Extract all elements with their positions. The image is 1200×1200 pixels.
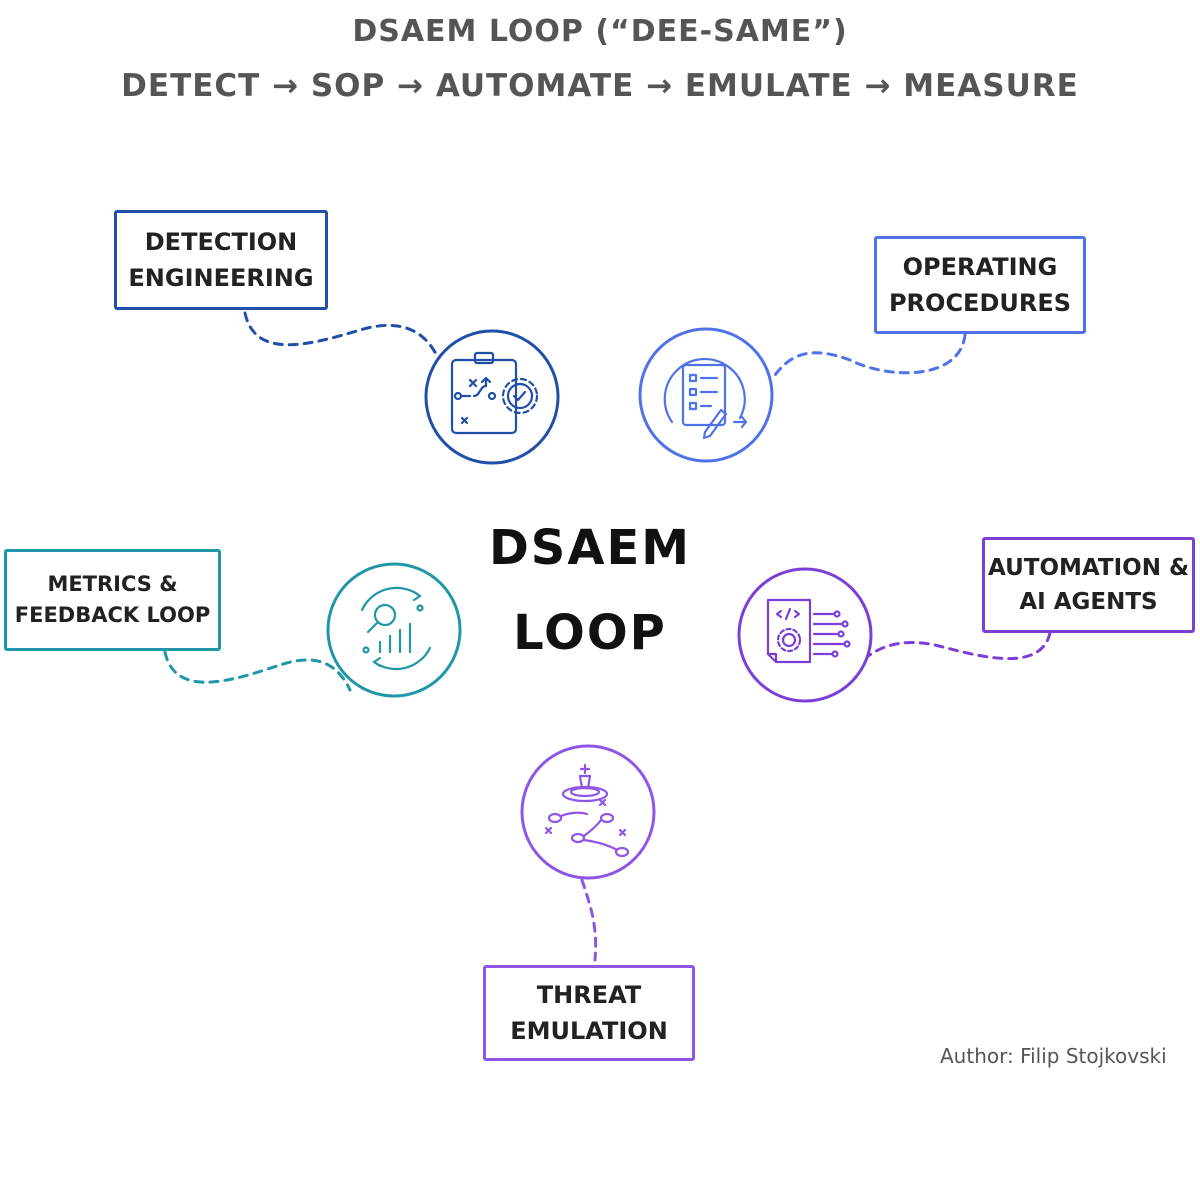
checklist-cycle-icon [663, 357, 748, 440]
center-title-line2: LOOP [513, 605, 667, 661]
emulation-circle [520, 744, 656, 880]
diagram-title: DSAEM LOOP (“DEE-SAME”) [352, 14, 848, 49]
emulation-box-line2: EMULATION [510, 1017, 668, 1045]
connector-automation [858, 631, 1052, 664]
procedures-box-line2: PROCEDURES [888, 289, 1072, 317]
connector-emulation [580, 878, 598, 962]
automation-box-line2: AI AGENTS [1019, 589, 1158, 615]
detection-circle [424, 329, 560, 465]
connector-procedures [773, 333, 967, 377]
detection-engineering-box: DETECTION ENGINEERING [114, 210, 328, 310]
metrics-feedback-loop-box: METRICS & FEEDBACK LOOP [4, 549, 221, 651]
metrics-box-line1: METRICS & [47, 571, 178, 596]
connector-detection [243, 311, 440, 360]
automation-box-line1: AUTOMATION & [987, 554, 1190, 581]
emulation-box-line1: THREAT [536, 981, 642, 1009]
clipboard-strategy-gear-icon [450, 351, 539, 435]
magnifier-bar-chart-icon [360, 586, 432, 671]
chess-strategy-path-icon [544, 763, 630, 858]
operating-procedures-box: OPERATING PROCEDURES [874, 236, 1086, 334]
detection-box-line2: ENGINEERING [128, 264, 314, 292]
center-title-line1: DSAEM [488, 520, 692, 576]
procedures-circle [638, 327, 774, 463]
automation-circle [737, 567, 873, 703]
author-credit: Author: Filip Stojkovski [940, 1044, 1167, 1068]
connector-metrics [163, 650, 352, 692]
detection-box-line1: DETECTION [144, 228, 298, 256]
metrics-circle [326, 562, 462, 698]
threat-emulation-box: THREAT EMULATION [483, 965, 695, 1061]
code-document-gear-icon [766, 598, 851, 664]
automation-ai-agents-box: AUTOMATION & AI AGENTS [982, 537, 1195, 633]
procedures-box-line1: OPERATING [902, 253, 1058, 281]
diagram-subtitle: DETECT → SOP → AUTOMATE → EMULATE → MEAS… [121, 68, 1079, 104]
metrics-box-line2: FEEDBACK LOOP [14, 603, 211, 627]
